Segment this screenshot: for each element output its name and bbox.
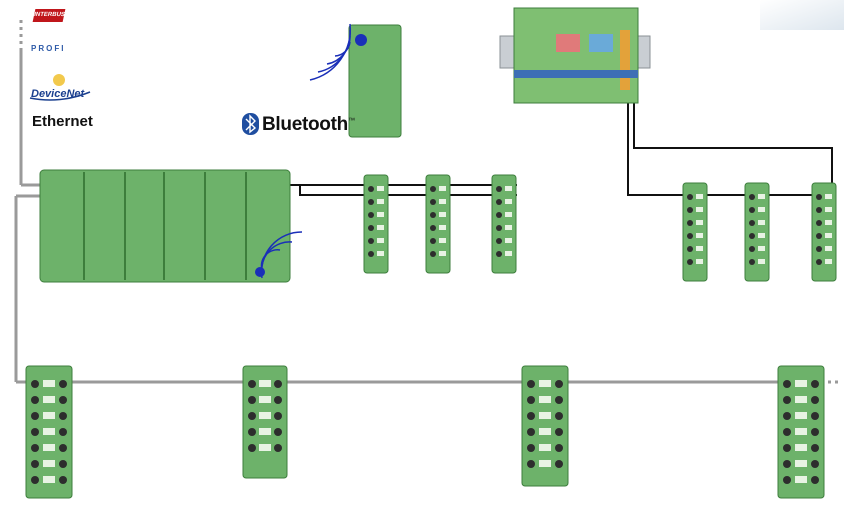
bluetooth-label: Bluetooth™ [262, 114, 355, 136]
bottom-io-module [521, 365, 569, 487]
dashed-cable-ends [19, 20, 842, 384]
bluetooth-icon [242, 113, 259, 135]
ethernet-label: Ethernet [32, 113, 93, 130]
slim-io-module [744, 182, 770, 282]
slim-io-module [425, 174, 451, 274]
bluetooth-text: Bluetooth [262, 114, 348, 135]
bottom-io-module [242, 365, 288, 479]
bottom-io-module [777, 365, 825, 499]
bluetooth-io-module [348, 24, 402, 138]
din-rail-terminal-block [499, 7, 651, 104]
slim-io-module [682, 182, 708, 282]
slim-io-module [491, 174, 517, 274]
corner-shade [760, 0, 844, 30]
wireless-led [255, 267, 265, 277]
profibus-logo: PROFI [31, 44, 66, 53]
modular-io-station [39, 169, 291, 283]
bottom-io-module [25, 365, 73, 499]
devicenet-logo [29, 74, 91, 101]
devicenet-label: DeviceNet [31, 88, 85, 100]
bottom-io-modules [25, 365, 825, 499]
trademark-symbol: ™ [347, 117, 355, 125]
slim-io-modules [363, 174, 837, 282]
interbus-logo: INTERBUS [32, 9, 65, 22]
slim-io-module [811, 182, 837, 282]
gray-bus-cable [14, 48, 814, 384]
slim-io-module [363, 174, 389, 274]
